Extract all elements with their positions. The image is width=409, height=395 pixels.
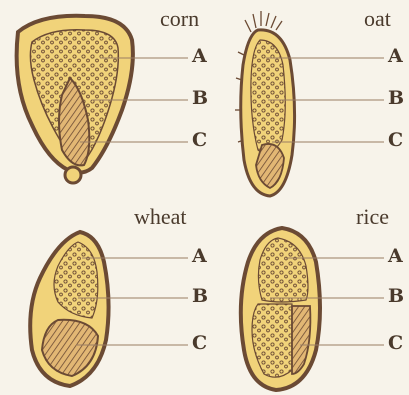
oat-endosperm — [251, 40, 285, 153]
rice-label-a: A — [388, 245, 403, 267]
oat-label-b: B — [388, 87, 404, 109]
oat-title: oat — [364, 6, 391, 32]
wheat-kernel — [30, 232, 108, 386]
corn-label-b: B — [192, 87, 208, 109]
rice-kernel — [241, 228, 320, 390]
oat-label-c: C — [388, 129, 403, 151]
rice-label-c: C — [388, 332, 403, 354]
corn-label-c: C — [192, 129, 207, 151]
wheat-title: wheat — [134, 204, 187, 230]
oat-label-a: A — [388, 45, 403, 67]
rice-label-b: B — [388, 285, 404, 307]
wheat-label-b: B — [192, 285, 208, 307]
wheat-label-c: C — [192, 332, 207, 354]
oat-kernel — [235, 11, 295, 196]
wheat-label-a: A — [192, 245, 207, 267]
corn-kernel — [17, 16, 133, 183]
corn-tip — [65, 167, 81, 183]
rice-title: rice — [356, 204, 389, 230]
corn-label-a: A — [192, 45, 207, 67]
corn-title: corn — [160, 6, 199, 32]
